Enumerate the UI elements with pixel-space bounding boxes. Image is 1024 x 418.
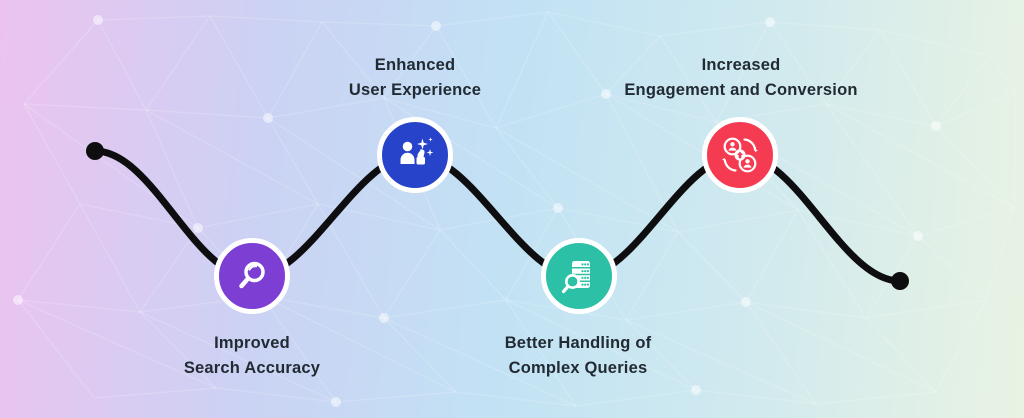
milestone-label-complex-queries: Better Handling of Complex Queries xyxy=(505,331,652,381)
milestone-node-engagement-conversion xyxy=(702,117,778,193)
label-line: Better Handling of xyxy=(504,334,652,352)
label-line: Increased xyxy=(701,56,781,74)
milestone-node-complex-queries xyxy=(541,238,617,314)
users-conversion-cycle-icon xyxy=(722,137,758,173)
timeline-end-dot xyxy=(891,272,909,290)
milestone-node-improved-search-accuracy xyxy=(214,238,290,314)
label-line: User Experience xyxy=(348,81,482,99)
magnifier-icon xyxy=(239,261,265,289)
label-line: Complex Queries xyxy=(508,359,648,377)
user-thumbsup-sparkles-icon xyxy=(400,137,434,165)
timeline-start-dot xyxy=(86,142,104,160)
database-magnifier-icon xyxy=(561,261,590,294)
milestone-label-engagement-conversion: Increased Engagement and Conversion xyxy=(624,53,857,103)
milestone-label-improved-search-accuracy: Improved Search Accuracy xyxy=(184,331,320,381)
label-line: Engagement and Conversion xyxy=(624,81,858,99)
label-line: Enhanced xyxy=(374,56,456,74)
milestone-label-enhanced-user-experience: Enhanced User Experience xyxy=(349,53,481,103)
label-line: Search Accuracy xyxy=(183,359,321,377)
label-line: Improved xyxy=(214,334,290,352)
milestone-node-enhanced-user-experience xyxy=(377,117,453,193)
